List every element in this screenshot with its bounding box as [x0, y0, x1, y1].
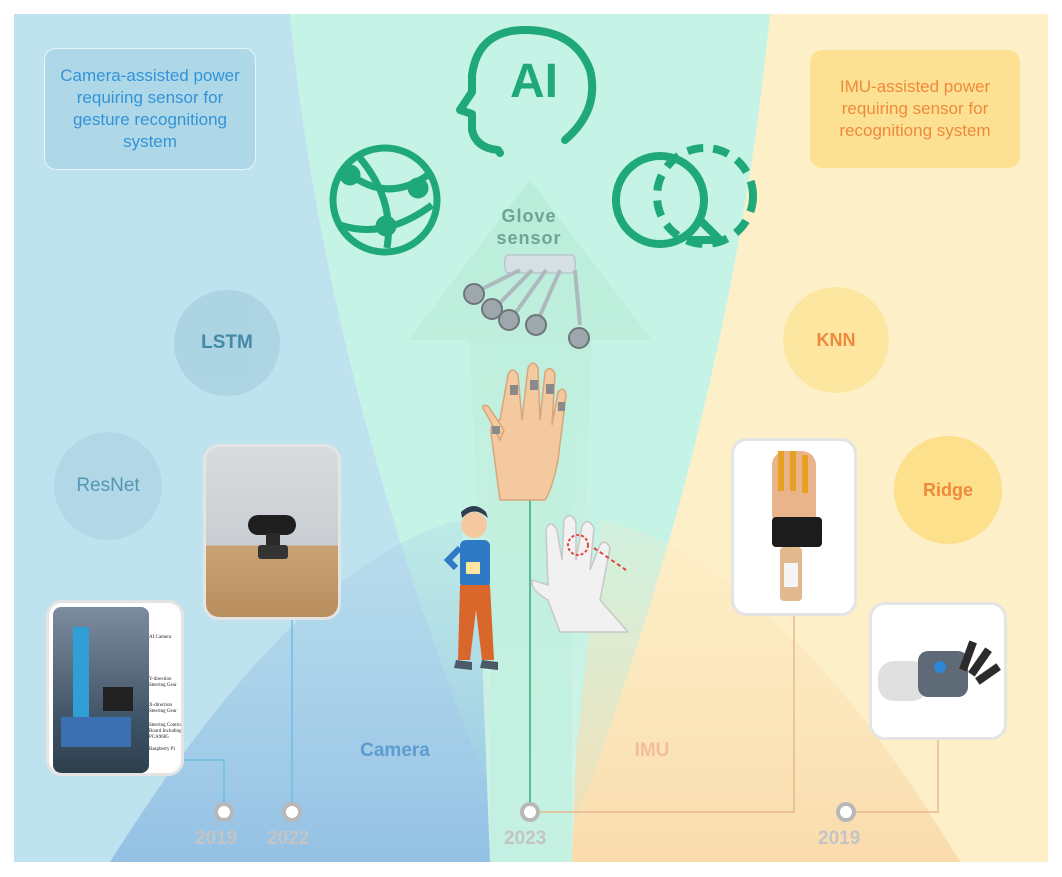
glove-sensor-title: Glove sensor: [496, 206, 562, 248]
webcam-photo: [203, 444, 341, 620]
white-glove-illustration: [531, 514, 630, 633]
camera-label: Camera: [360, 740, 430, 761]
camera-system-text: Camera-assisted power requiring sensor f…: [60, 66, 240, 151]
webcam-photo-image: [206, 447, 338, 617]
ai-head-icon: [456, 26, 597, 157]
glove-sensor-device: [463, 254, 590, 349]
year-2019-left: 2019: [195, 828, 238, 849]
imu-label: IMU: [634, 740, 670, 761]
resnet-circle: ResNet: [54, 432, 162, 540]
robot-photo-annotation-2: Y-direction Steering Gear: [149, 677, 177, 688]
ai-text: AI: [510, 55, 558, 108]
timeline-node-2019-left: [214, 802, 234, 822]
imu-glove-photo-image: [752, 451, 836, 601]
timeline-node-2019-right: [836, 802, 856, 822]
overlapping-circles-icon: [612, 144, 757, 248]
robot-hand-photo: [869, 602, 1007, 740]
connector-2019-left: [183, 759, 225, 805]
camera-cone: [110, 520, 520, 862]
timeline-node-2022: [282, 802, 302, 822]
person-illustration: [443, 506, 498, 670]
connector-2019-right: [854, 740, 939, 813]
timeline-node-2023: [520, 802, 540, 822]
connector-imu-glove: [538, 615, 795, 813]
imu-system-box: IMU-assisted power requiring sensor for …: [810, 50, 1020, 168]
robot-photo-annotation-3: X-direction Steering Gear: [149, 703, 177, 714]
lstm-circle: LSTM: [174, 290, 280, 396]
knn-circle: KNN: [783, 287, 889, 393]
robot-photo-annotation-5: Raspberry Pi: [149, 747, 175, 752]
year-2022: 2022: [267, 828, 310, 849]
robot-hand-photo-image: [878, 631, 1002, 711]
robot-camera-photo: AI Camera Y-direction Steering Gear X-di…: [46, 600, 184, 776]
robot-photo-annotation-4: Steering Control Board Including PCA9685: [149, 723, 183, 740]
imu-glove-photo: [731, 438, 857, 616]
webcam-icon: [248, 515, 296, 535]
robot-photo-annotation-1: AI Camera: [149, 635, 172, 640]
imu-cone: [565, 520, 960, 862]
lstm-label: LSTM: [201, 332, 253, 353]
imu-system-text: IMU-assisted power requiring sensor for …: [839, 77, 991, 140]
ridge-circle: Ridge: [894, 436, 1002, 544]
globe-icon: [329, 144, 441, 256]
knn-label: KNN: [816, 329, 856, 350]
year-2019-right: 2019: [818, 828, 861, 849]
camera-system-box: Camera-assisted power requiring sensor f…: [44, 48, 256, 170]
resnet-label: ResNet: [76, 475, 140, 496]
robot-photo-image: [53, 607, 149, 773]
hand-illustration: [481, 362, 567, 501]
year-2023: 2023: [504, 828, 547, 849]
ridge-label: Ridge: [922, 479, 973, 500]
